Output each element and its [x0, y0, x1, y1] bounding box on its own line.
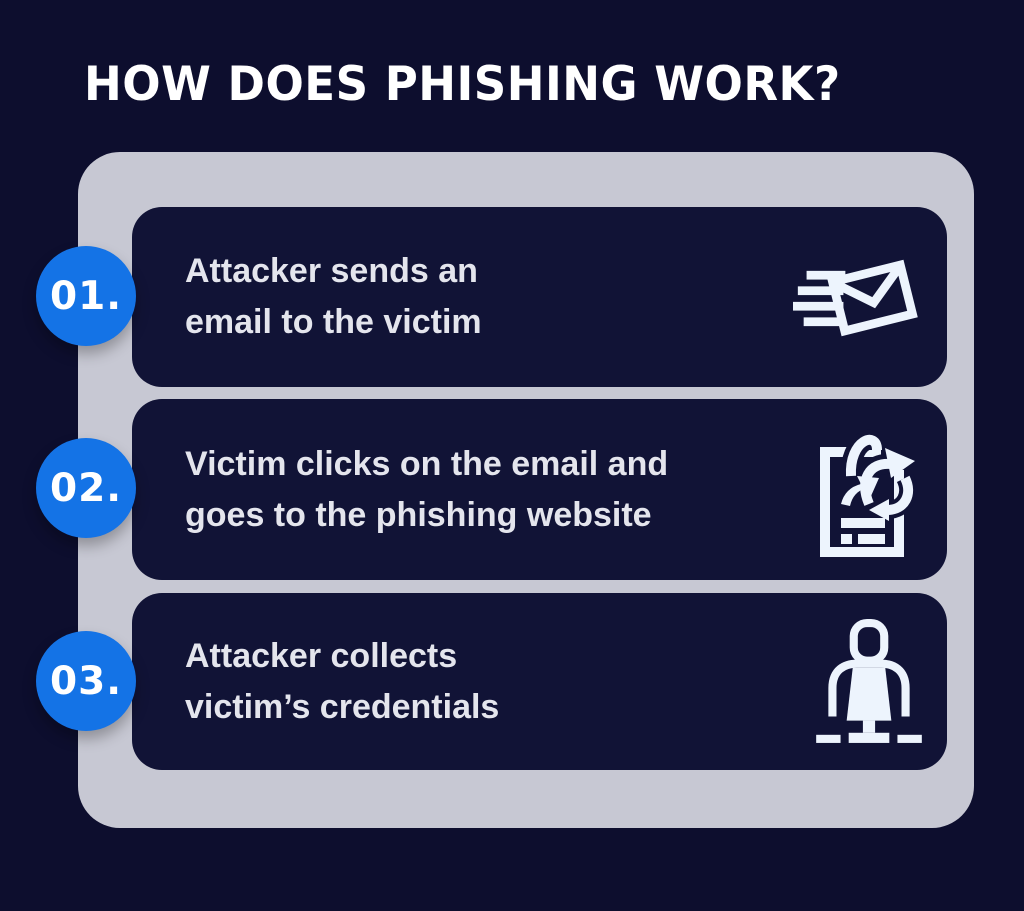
step-3-number-badge: 03. — [36, 631, 136, 731]
page-title: HOW DOES PHISHING WORK? — [84, 57, 841, 112]
step-1-card: Attacker sends an email to the victim — [132, 207, 947, 387]
step-1-number: 01. — [49, 273, 123, 319]
sending-email-icon — [793, 247, 921, 349]
step-1-text-line1: Attacker sends an — [185, 252, 478, 290]
phishing-website-icon — [815, 416, 927, 562]
step-2-card: Victim clicks on the email and goes to t… — [132, 399, 947, 580]
step-2-number-badge: 02. — [36, 438, 136, 538]
step-2-number: 02. — [49, 465, 123, 511]
step-1-text-line2: email to the victim — [185, 303, 482, 341]
credentials-person-icon — [807, 619, 931, 747]
step-3-text-line1: Attacker collects — [185, 636, 458, 675]
step-2-text-line1: Victim clicks on the email and — [185, 444, 669, 483]
step-3-number: 03. — [49, 658, 123, 704]
step-3-card: Attacker collects victim’s credentials — [132, 593, 947, 770]
step-1-number-badge: 01. — [36, 246, 136, 346]
step-3-text-line2: victim’s credentials — [185, 687, 500, 726]
step-2-text-line2: goes to the phishing website — [185, 495, 652, 534]
